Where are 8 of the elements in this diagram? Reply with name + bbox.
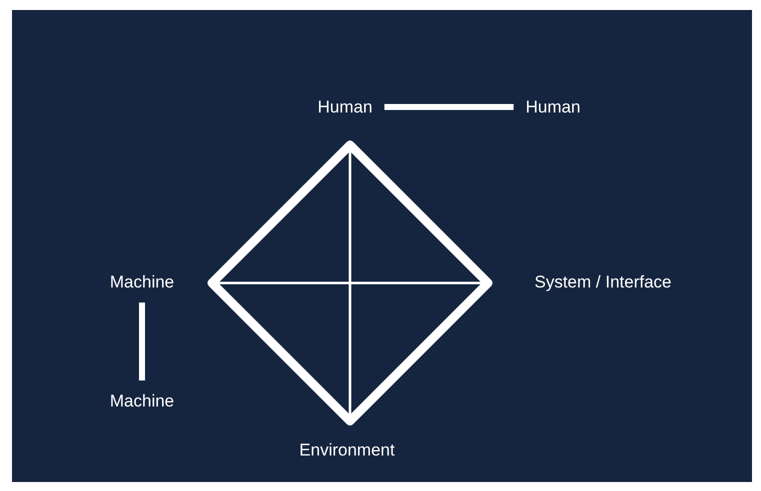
node-label: Human <box>526 98 580 116</box>
vertex-label: Environment <box>299 442 395 458</box>
node-label: Machine <box>110 274 174 290</box>
connector-line <box>139 302 145 380</box>
node-label: Machine <box>110 392 174 410</box>
node-label: Human <box>318 98 372 116</box>
vertex-label: System / Interface <box>534 274 672 290</box>
connector-line <box>384 104 514 110</box>
